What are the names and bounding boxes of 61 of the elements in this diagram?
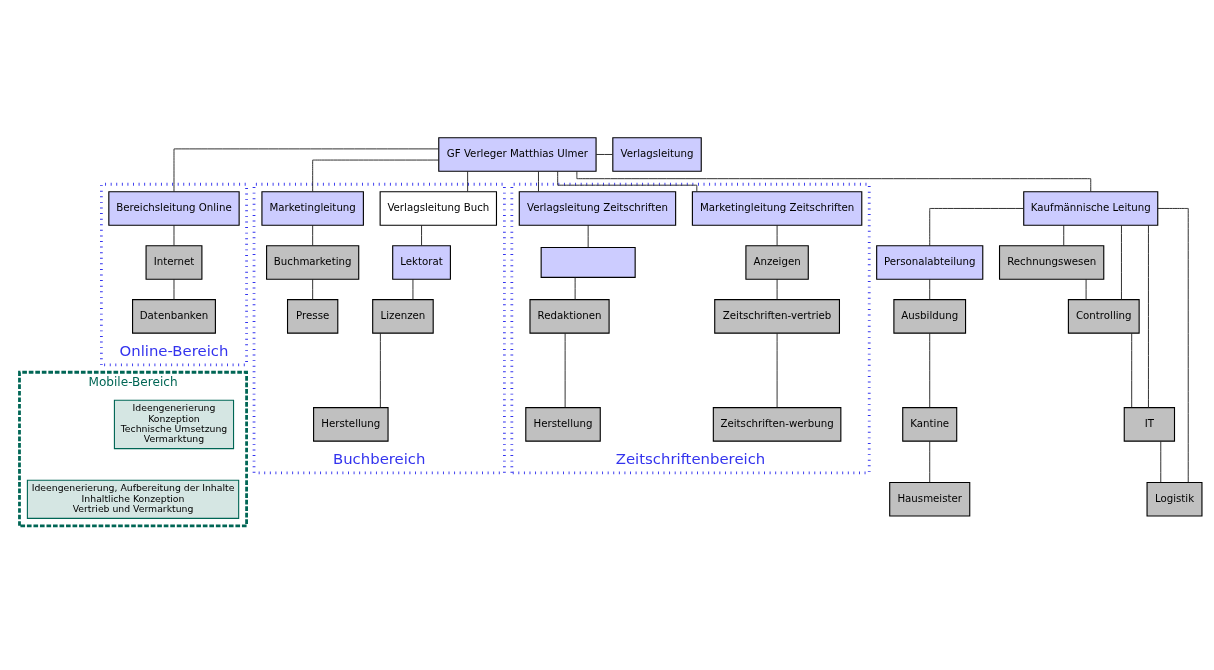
node-box: GF Verleger Matthias Ulmer bbox=[438, 136, 597, 172]
node-box: Kaufmännische Leitung bbox=[1023, 190, 1159, 226]
node-box: Logistik bbox=[1146, 481, 1203, 517]
connector bbox=[1157, 207, 1189, 483]
connector bbox=[1085, 278, 1087, 300]
node-box: Marketingleitung bbox=[261, 190, 364, 226]
connector bbox=[776, 224, 778, 246]
node-box: Verlagsleitung bbox=[612, 136, 702, 172]
node-box: Zeitschriften-vertrieb bbox=[714, 298, 840, 334]
node-box: Anzeigen bbox=[745, 244, 809, 280]
connector bbox=[574, 276, 576, 300]
node-box: Herstellung bbox=[525, 406, 601, 442]
connector bbox=[557, 170, 698, 192]
node-box: Personalabteilung bbox=[876, 244, 984, 280]
connector bbox=[776, 332, 778, 408]
node-box: Internet bbox=[145, 244, 203, 280]
connector bbox=[595, 153, 613, 155]
connector bbox=[312, 159, 439, 192]
connector bbox=[379, 332, 381, 408]
node-box: Presse bbox=[286, 298, 339, 334]
node-box: IT bbox=[1123, 406, 1176, 442]
node-box bbox=[540, 246, 636, 278]
node-box: Buchmarketing bbox=[266, 244, 360, 280]
node-box: Ausbildung bbox=[893, 298, 967, 334]
node-box: Lektorat bbox=[392, 244, 451, 280]
connector bbox=[412, 278, 414, 300]
connector bbox=[1121, 224, 1122, 300]
connector bbox=[173, 147, 440, 192]
node-box: Verlagsleitung Zeitschriften bbox=[518, 190, 677, 226]
node-box: Kantine bbox=[902, 406, 958, 442]
connector bbox=[467, 170, 469, 192]
connector bbox=[776, 278, 778, 300]
node-box: Lizenzen bbox=[372, 298, 434, 334]
connector bbox=[1131, 332, 1133, 408]
node-box: Bereichsleitung Online bbox=[108, 190, 240, 226]
connector bbox=[538, 170, 539, 192]
connector bbox=[929, 207, 1025, 246]
connector bbox=[421, 224, 422, 246]
connector bbox=[929, 278, 931, 300]
node-box: Ideengenerierung Konzeption Technische Umsetzung Vermarktung bbox=[113, 399, 235, 449]
node-box: Datenbanken bbox=[132, 298, 216, 334]
node-box: Zeitschriften-werbung bbox=[712, 406, 842, 442]
connector bbox=[929, 332, 931, 408]
node-box: Verlagsleitung Buch bbox=[379, 190, 498, 226]
connector bbox=[312, 224, 314, 246]
connector bbox=[173, 224, 175, 246]
node-box: Controlling bbox=[1067, 298, 1140, 334]
connector bbox=[312, 278, 314, 300]
connector bbox=[1063, 224, 1065, 246]
connector bbox=[173, 278, 175, 300]
connector bbox=[1147, 224, 1149, 408]
connector bbox=[1160, 440, 1162, 483]
node-box: Marketingleitung Zeitschriften bbox=[691, 190, 863, 226]
connector bbox=[587, 224, 589, 248]
node-box: Redaktionen bbox=[529, 298, 610, 334]
node-box: Ideengenerierung, Aufbereitung der Inhalte Inhaltliche Konzeption Vertrieb und Vermarktung bbox=[26, 479, 240, 519]
node-box: Rechnungswesen bbox=[998, 244, 1105, 280]
node-box: Herstellung bbox=[313, 406, 389, 442]
connector bbox=[929, 440, 931, 483]
connector bbox=[564, 332, 566, 408]
node-box: Hausmeister bbox=[889, 481, 971, 517]
